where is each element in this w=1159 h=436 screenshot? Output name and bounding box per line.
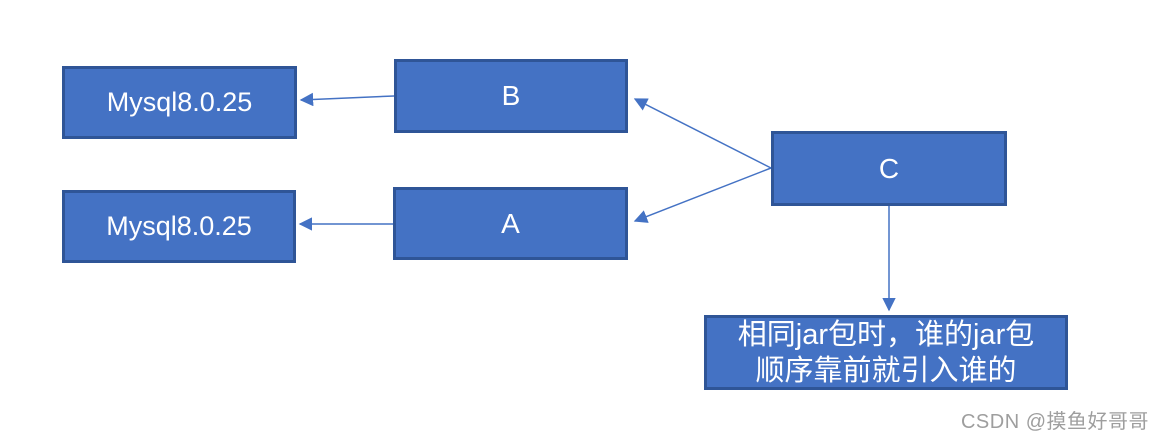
node-note-jar-order: 相同jar包时，谁的jar包 顺序靠前就引入谁的 [704,315,1068,390]
arrow-c-to-a [633,167,772,223]
node-module-a: A [393,187,628,260]
node-module-b: B [394,59,628,133]
arrow-b-to-mysql-top [299,92,395,107]
node-mysql-top: Mysql8.0.25 [62,66,297,139]
node-module-c: C [771,131,1007,206]
node-mysql-bottom: Mysql8.0.25 [62,190,296,263]
arrow-c-to-b [633,98,772,169]
csdn-watermark: CSDN @摸鱼好哥哥 [960,411,1149,433]
